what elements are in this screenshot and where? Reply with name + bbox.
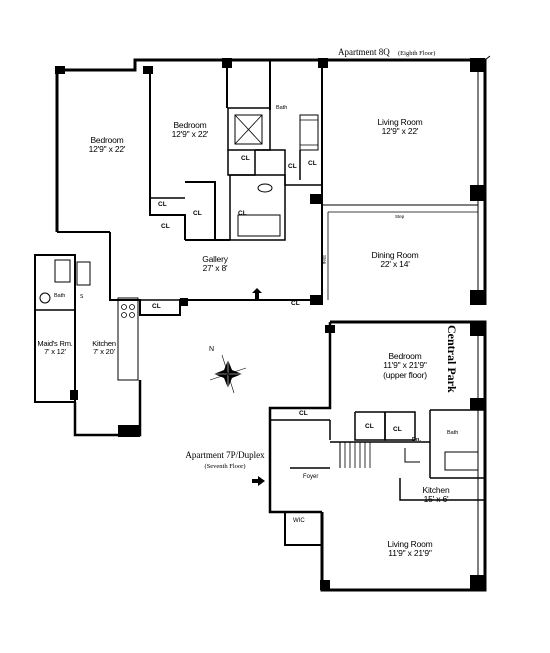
- stairs-down-label: Dn.: [412, 437, 421, 443]
- entry-arrow-upper: [252, 288, 262, 300]
- closet-label: CL: [152, 303, 161, 310]
- central-park-label: Central Park: [445, 325, 459, 393]
- closet-label: CL: [238, 210, 247, 217]
- room-bath-lower: Bath: [447, 430, 459, 436]
- compass-rose: [209, 354, 247, 394]
- room-bath-top: Bath: [276, 105, 288, 111]
- step-label-side: Step: [322, 255, 327, 265]
- room-foyer: Foyer: [303, 474, 319, 480]
- closet-label: CL: [288, 163, 297, 170]
- apartment-lower-title: Apartment 7P/Duplex (Seventh Floor): [185, 450, 265, 470]
- apartment-upper-title: Apartment 8Q (Eighth Floor): [338, 47, 436, 57]
- closet-label: CL: [193, 210, 202, 217]
- closet-label: CL: [161, 223, 170, 230]
- entry-arrow-lower: [252, 476, 265, 486]
- closet-label: CL: [241, 155, 250, 162]
- closet-label: CL: [365, 423, 374, 430]
- room-maids-bath: Bath: [54, 293, 66, 299]
- closet-label: CL: [308, 160, 317, 167]
- small-s-label: S: [80, 294, 84, 300]
- room-wic: WIC: [293, 518, 305, 524]
- upper-outer-wall: [57, 58, 487, 305]
- closet-label: CL: [299, 410, 308, 417]
- closet-label: CL: [393, 426, 402, 433]
- closet-label: CL: [291, 300, 300, 307]
- room-maids: Maid's Rm.7' x 12': [37, 339, 73, 357]
- step-label-top: Step: [395, 214, 405, 219]
- closet-label: CL: [158, 201, 167, 208]
- compass-north-label: N: [209, 346, 215, 353]
